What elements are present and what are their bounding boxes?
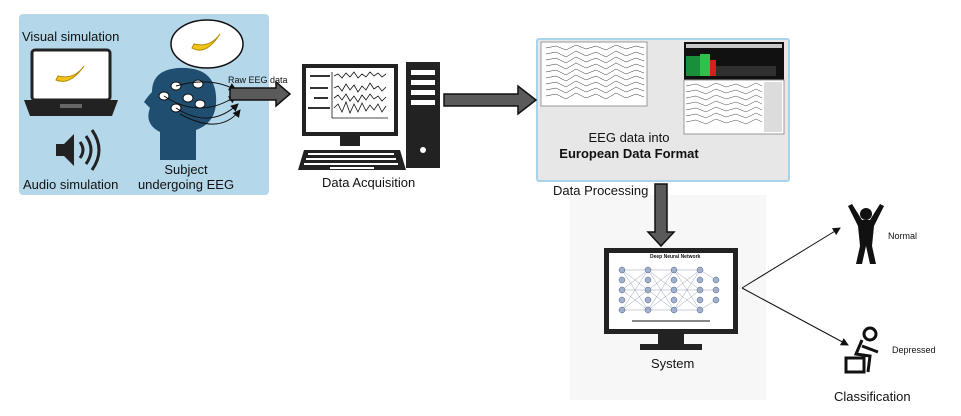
arrow-to-system <box>646 183 676 248</box>
arrow-raw-eeg <box>229 80 292 108</box>
data-acquisition-label: Data Acquisition <box>322 175 416 190</box>
data-processing-label: Data Processing <box>553 183 649 198</box>
visual-simulation-label: Visual simulation <box>22 29 120 44</box>
subject-label-line1: Subject <box>164 162 208 177</box>
neural-network-nodes <box>618 266 720 314</box>
network-caption <box>632 320 710 322</box>
eeg-trace <box>331 71 388 119</box>
computer-tower <box>406 62 440 168</box>
classification-label: Classification <box>834 389 911 404</box>
processing-text: EEG data into European Data Format <box>546 130 712 162</box>
audio-simulation-label: Audio simulation <box>23 177 119 192</box>
normal-person-icon <box>848 204 884 264</box>
laptop-icon <box>24 48 118 116</box>
system-label: System <box>651 356 695 371</box>
eeg-viewer-window <box>540 41 648 107</box>
arrow-to-processing <box>443 84 538 116</box>
arrow-to-depressed <box>741 287 849 346</box>
spectrum-window <box>684 42 784 80</box>
processing-text-line2: European Data Format <box>559 146 699 161</box>
raw-eeg-label: Raw EEG data <box>228 75 288 85</box>
speaker-icon <box>56 129 101 171</box>
depressed-person-icon <box>844 326 879 374</box>
subject-label-line2: undergoing EEG <box>137 177 235 192</box>
keyboard-icon <box>298 150 406 170</box>
subject-label: Subject undergoing EEG <box>136 162 236 192</box>
normal-label: Normal <box>888 231 918 241</box>
banana-icon <box>191 33 221 51</box>
arrow-to-normal <box>741 227 841 289</box>
eeg-channel-labels <box>308 75 330 109</box>
multichannel-window <box>683 79 785 135</box>
depressed-label: Depressed <box>892 345 936 355</box>
network-title: Deep Neural Network <box>650 254 701 260</box>
processing-text-line1: EEG data into <box>588 130 670 145</box>
banana-icon <box>55 65 85 82</box>
